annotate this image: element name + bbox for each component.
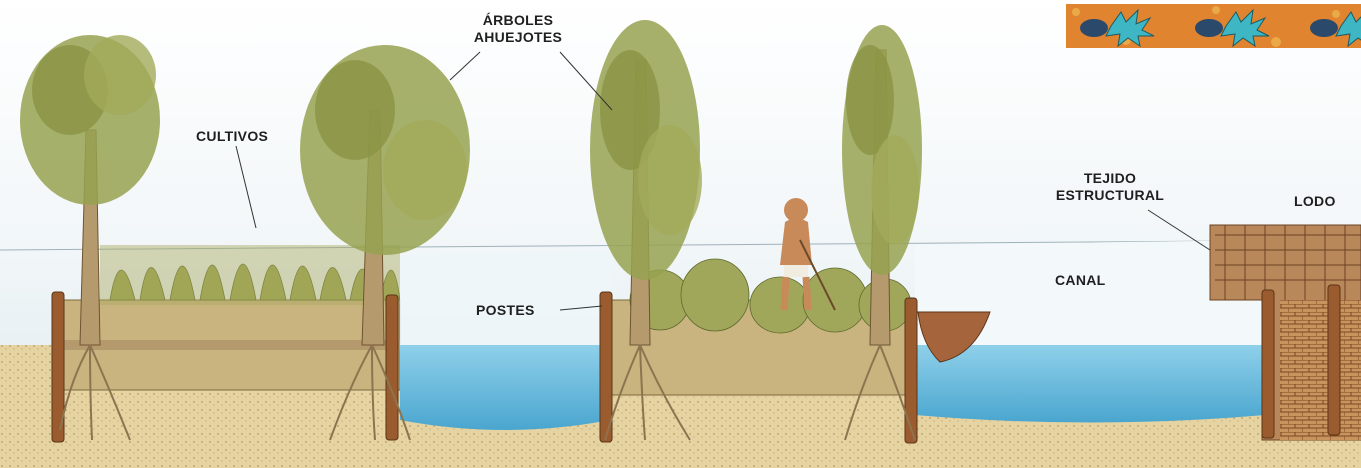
chinampa-bed-left-top: [55, 340, 400, 350]
canal-water-left: [400, 345, 610, 430]
label-tejido-line1: TEJIDO: [1030, 170, 1190, 187]
post: [600, 292, 612, 442]
label-tejido-estructural: TEJIDO ESTRUCTURAL: [1030, 170, 1190, 204]
canal-water-left-surface: [400, 250, 610, 345]
label-arboles-ahuejotes: ÁRBOLES AHUEJOTES: [458, 12, 578, 46]
label-postes: POSTES: [476, 302, 535, 319]
post: [905, 298, 917, 443]
mud-bricks: [1280, 300, 1361, 440]
label-tejido-line2: ESTRUCTURAL: [1030, 187, 1190, 204]
label-canal: CANAL: [1055, 272, 1106, 289]
label-arboles-line1: ÁRBOLES: [458, 12, 578, 29]
post: [386, 295, 398, 440]
label-cultivos: CULTIVOS: [196, 128, 268, 145]
label-arboles-line2: AHUEJOTES: [458, 29, 578, 46]
canal-water-right: [915, 345, 1265, 423]
post: [1262, 290, 1274, 438]
decorative-glyph-banner: [1066, 4, 1361, 48]
crops-left-band: [100, 245, 400, 305]
label-lodo: LODO: [1294, 193, 1336, 210]
post: [1328, 285, 1340, 435]
